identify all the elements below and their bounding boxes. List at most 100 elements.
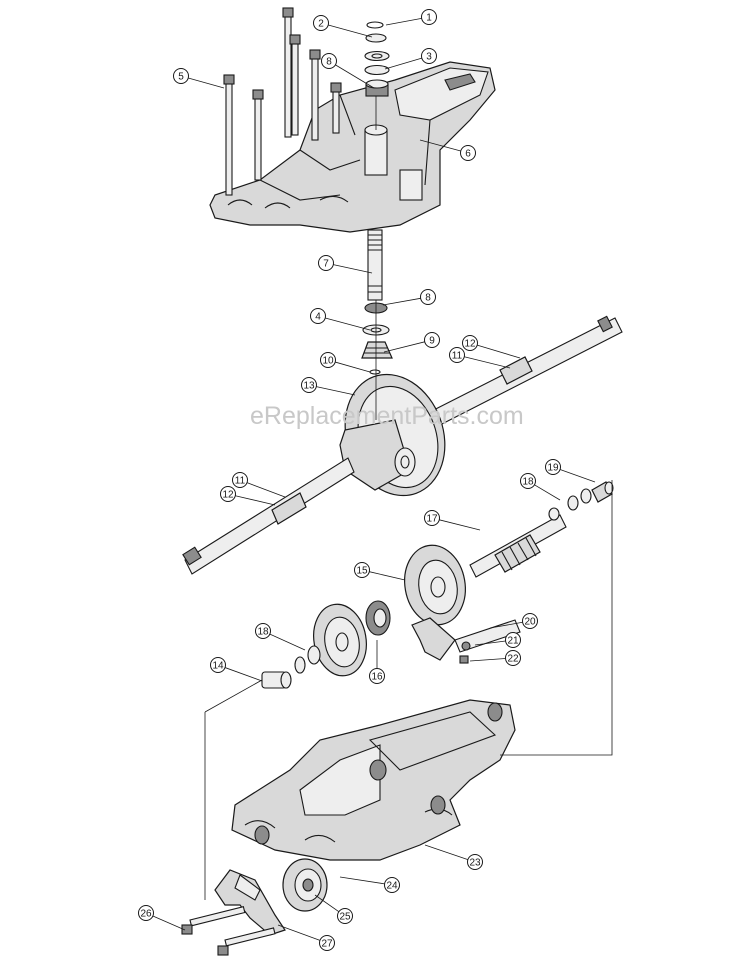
callout-19: 19 [545,459,596,483]
callout-leader [489,621,523,629]
callout-leader [464,356,511,369]
callout-leader [325,317,371,331]
brake-bracket [181,869,286,956]
callout-circle [310,308,326,324]
callout-circle [255,623,271,639]
callout-number: 25 [339,912,351,923]
callout-18: 18 [520,473,561,501]
callout-circle [424,510,440,526]
callout-21: 21 [474,632,521,648]
left-axle [182,457,355,575]
callout-leader [316,386,356,396]
callout-leader [246,482,286,498]
callout-12: 12 [220,486,276,506]
callout-circle [318,255,334,271]
assembly-lines [204,96,613,900]
callout-18: 18 [255,623,306,651]
callout-17: 17 [424,510,481,531]
callout-leader [335,361,371,373]
countershaft [469,481,614,578]
callout-number: 23 [469,858,481,869]
callout-circle [545,459,561,475]
callout-circle [449,347,465,363]
bevel-gear [404,544,466,626]
callout-number: 1 [426,13,432,24]
callout-22: 22 [469,650,521,666]
pulley [282,858,328,912]
callout-circle [505,650,521,666]
callout-number: 8 [326,57,332,68]
callout-leader [534,484,561,501]
callout-number: 21 [507,636,519,647]
callout-leader [335,64,375,89]
shift-fork [411,617,521,664]
upper-housing [209,61,496,233]
callout-leader [277,924,321,941]
callout-circle [320,352,336,368]
callout-number: 11 [235,476,246,487]
callout-leader [339,876,385,885]
callout-circle [210,657,226,673]
callout-4: 4 [310,308,371,331]
callout-number: 20 [524,617,536,628]
callout-leader [235,495,276,506]
callout-number: 4 [315,312,321,323]
callout-leader [314,894,340,913]
callout-7: 7 [318,255,373,274]
callout-number: 8 [425,293,431,304]
callout-number: 26 [140,909,152,920]
callout-circle [319,935,335,951]
callout-number: 9 [429,336,435,347]
callout-leader [384,57,422,70]
callout-12: 12 [462,335,521,359]
callout-5: 5 [173,68,225,89]
callout-circle [337,908,353,924]
callout-leader [469,658,506,662]
callout-leader [383,341,425,353]
callout-circle [313,15,329,31]
input-shaft-washer-stack [364,21,390,97]
callout-13: 13 [301,377,356,396]
callout-number: 17 [426,514,438,525]
callout-leader [369,571,406,581]
callout-9: 9 [383,332,440,353]
callout-number: 18 [522,477,534,488]
callout-circle [522,613,538,629]
callout-3: 3 [384,48,437,70]
callout-number: 24 [386,881,398,892]
spur-gear [313,600,391,677]
callout-number: 22 [507,654,519,665]
callout-leader [385,17,422,26]
callout-leader [224,667,263,682]
callout-circle [462,335,478,351]
callout-16: 16 [369,640,385,684]
callout-number: 12 [222,490,234,501]
callout-circle [505,632,521,648]
callout-14: 14 [210,657,263,682]
left-bushing-stack [261,645,321,689]
callout-27: 27 [277,924,335,951]
callout-20: 20 [489,613,538,629]
input-shaft [367,229,383,301]
callout-circle [424,332,440,348]
callout-leader [439,519,481,531]
callout-circle [354,562,370,578]
callout-circle [467,854,483,870]
callout-number: 14 [212,661,224,672]
callout-leader [333,264,373,274]
callout-leader [152,915,186,931]
callout-8: 8 [321,53,375,89]
callout-circle [301,377,317,393]
callout-leader [477,344,521,359]
callout-leader [382,297,421,306]
callout-circle [520,473,536,489]
callout-number: 5 [178,72,184,83]
callout-number: 6 [465,149,471,160]
callout-11: 11 [449,347,511,369]
callout-10: 10 [320,352,371,373]
callout-23: 23 [424,844,483,870]
callout-circle [369,668,385,684]
callout-25: 25 [314,894,353,924]
